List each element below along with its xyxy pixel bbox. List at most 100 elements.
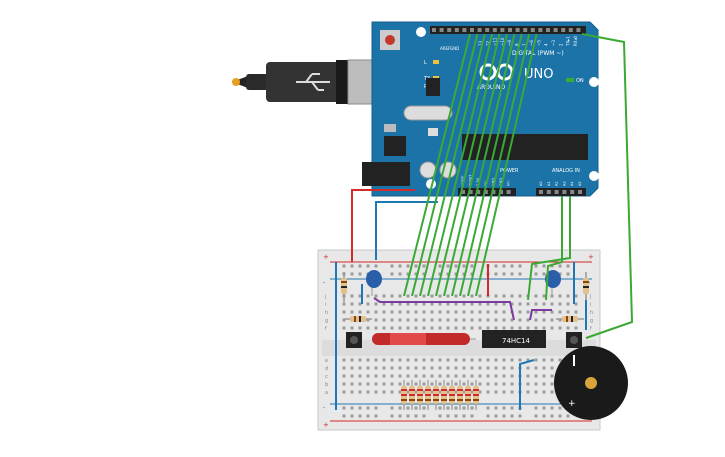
hole[interactable] [558, 302, 562, 306]
rail-hole[interactable] [406, 414, 410, 418]
hole[interactable] [470, 310, 474, 314]
hole[interactable] [422, 366, 426, 370]
hole[interactable] [486, 326, 490, 330]
hole[interactable] [470, 358, 474, 362]
rail-hole[interactable] [406, 272, 410, 276]
rail-hole[interactable] [446, 272, 450, 276]
hole[interactable] [446, 374, 450, 378]
hole[interactable] [454, 390, 458, 394]
wire-digital[interactable] [451, 33, 516, 297]
hole[interactable] [342, 302, 346, 306]
rail-hole[interactable] [462, 406, 466, 410]
hole[interactable] [366, 366, 370, 370]
rail-hole[interactable] [366, 264, 370, 268]
hole[interactable] [470, 294, 474, 298]
rail-hole[interactable] [558, 414, 562, 418]
hole[interactable] [510, 358, 514, 362]
hole[interactable] [438, 390, 442, 394]
rail-hole[interactable] [358, 406, 362, 410]
hole[interactable] [494, 310, 498, 314]
hole[interactable] [446, 310, 450, 314]
ceramic-capacitor[interactable] [366, 270, 382, 296]
hole[interactable] [534, 358, 538, 362]
hole[interactable] [366, 390, 370, 394]
hole[interactable] [454, 326, 458, 330]
hole[interactable] [478, 294, 482, 298]
rail-hole[interactable] [398, 406, 402, 410]
hole[interactable] [510, 318, 514, 322]
hole[interactable] [342, 310, 346, 314]
rail-hole[interactable] [422, 264, 426, 268]
hole[interactable] [446, 390, 450, 394]
hole[interactable] [374, 302, 378, 306]
hole[interactable] [462, 326, 466, 330]
hole[interactable] [406, 374, 410, 378]
hole[interactable] [374, 294, 378, 298]
rail-hole[interactable] [446, 414, 450, 418]
hole[interactable] [470, 382, 474, 386]
hole[interactable] [566, 310, 570, 314]
hole[interactable] [358, 310, 362, 314]
resistor[interactable] [344, 316, 372, 322]
rail-hole[interactable] [454, 406, 458, 410]
rail-hole[interactable] [566, 264, 570, 268]
hole[interactable] [438, 310, 442, 314]
hole[interactable] [422, 382, 426, 386]
header-pin[interactable] [500, 28, 505, 32]
hole[interactable] [390, 326, 394, 330]
hole[interactable] [374, 374, 378, 378]
resistor[interactable] [556, 316, 584, 322]
rail-hole[interactable] [534, 264, 538, 268]
components[interactable]: 74HC14 + [341, 270, 628, 420]
hole[interactable] [542, 318, 546, 322]
hole[interactable] [374, 358, 378, 362]
hole[interactable] [478, 366, 482, 370]
hole[interactable] [478, 358, 482, 362]
hole[interactable] [454, 318, 458, 322]
hole[interactable] [390, 390, 394, 394]
hole[interactable] [406, 366, 410, 370]
hole[interactable] [494, 294, 498, 298]
rail-hole[interactable] [502, 414, 506, 418]
rail-hole[interactable] [438, 264, 442, 268]
rail-hole[interactable] [446, 406, 450, 410]
hole[interactable] [358, 294, 362, 298]
rail-hole[interactable] [470, 272, 474, 276]
header-pin[interactable] [553, 28, 558, 32]
hole[interactable] [542, 374, 546, 378]
hole[interactable] [470, 318, 474, 322]
hole[interactable] [342, 374, 346, 378]
rail-hole[interactable] [462, 264, 466, 268]
hole[interactable] [342, 390, 346, 394]
hole[interactable] [534, 374, 538, 378]
rail-hole[interactable] [558, 406, 562, 410]
rail-hole[interactable] [486, 406, 490, 410]
hole[interactable] [550, 326, 554, 330]
hole[interactable] [542, 326, 546, 330]
hole[interactable] [502, 390, 506, 394]
hole[interactable] [558, 310, 562, 314]
rail-hole[interactable] [374, 414, 378, 418]
hole[interactable] [430, 302, 434, 306]
hole[interactable] [446, 366, 450, 370]
header-pin[interactable] [530, 28, 535, 32]
hole[interactable] [350, 294, 354, 298]
hole[interactable] [350, 382, 354, 386]
hole[interactable] [366, 326, 370, 330]
rail-hole[interactable] [502, 264, 506, 268]
hole[interactable] [438, 366, 442, 370]
wire-purple[interactable] [373, 297, 515, 321]
hole[interactable] [502, 382, 506, 386]
hole[interactable] [542, 390, 546, 394]
hole[interactable] [358, 382, 362, 386]
hole[interactable] [430, 374, 434, 378]
rail-hole[interactable] [494, 414, 498, 418]
rail-hole[interactable] [438, 414, 442, 418]
hole[interactable] [550, 358, 554, 362]
hole[interactable] [438, 374, 442, 378]
hole[interactable] [406, 382, 410, 386]
rail-hole[interactable] [558, 272, 562, 276]
hole[interactable] [398, 390, 402, 394]
led-bar[interactable] [372, 333, 476, 345]
rail-hole[interactable] [470, 264, 474, 268]
